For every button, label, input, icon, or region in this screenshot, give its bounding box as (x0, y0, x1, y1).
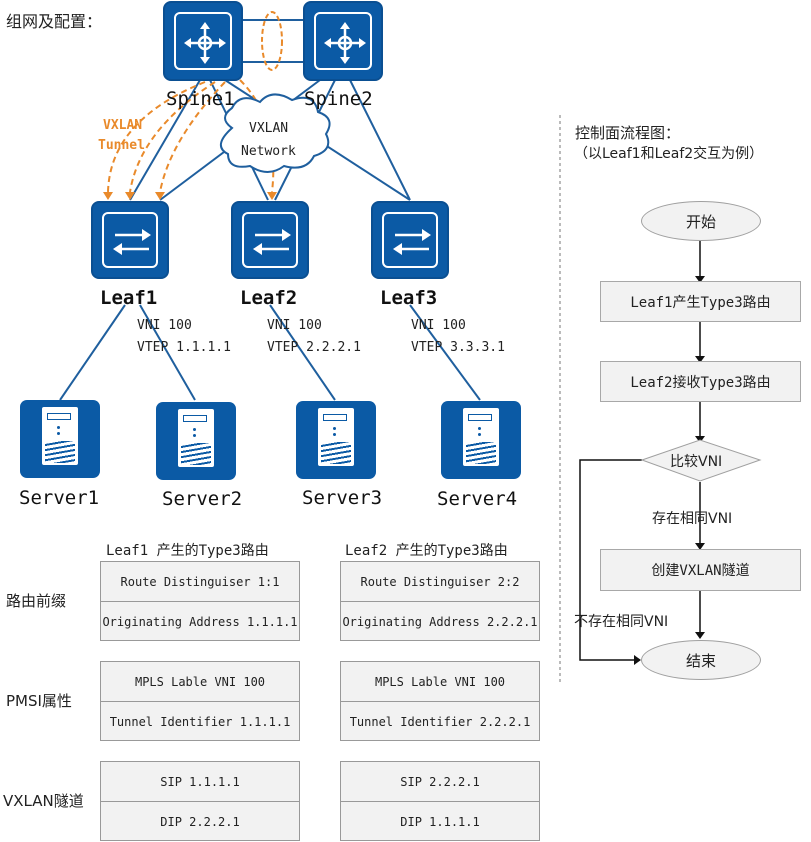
server4-label: Server4 (437, 488, 518, 510)
leaf1-vtep: VTEP 1.1.1.1 (137, 340, 231, 355)
leaf1-label: Leaf1 (100, 287, 158, 309)
flow-decision-label: 比较VNI (670, 454, 723, 470)
leaf2-tunnel-table: SIP 2.2.2.1 DIP 1.1.1.1 (340, 761, 540, 841)
leaf1-prefix-table: Route Distinguiser 1:1 Originating Addre… (100, 561, 300, 641)
leaf1-vni: VNI 100 (137, 318, 192, 333)
server2-icon (156, 402, 236, 480)
server3-icon (296, 401, 376, 479)
leaf1-route-distinguisher: Route Distinguiser 1:1 (120, 575, 280, 589)
leaf2-route-title: Leaf2 产生的Type3路由 (345, 543, 508, 559)
leaf1-tunnel-identifier: Tunnel Identifier 1.1.1.1 (109, 715, 291, 729)
leaf1-route-title: Leaf1 产生的Type3路由 (106, 543, 269, 559)
leaf2-route-distinguisher: Route Distinguiser 2:2 (360, 575, 520, 589)
leaf2-originating-address: Originating Address 2.2.2.1 (342, 615, 538, 629)
leaf3-switch-icon (371, 201, 449, 279)
cloud-label-line2: Network (241, 144, 296, 159)
server2-label: Server2 (162, 488, 243, 510)
leaf2-tunnel-identifier: Tunnel Identifier 2.2.2.1 (349, 715, 531, 729)
flowchart-subtitle: （以Leaf1和Leaf2交互为例） (574, 146, 764, 162)
server3-label: Server3 (302, 487, 383, 509)
leaf2-prefix-table: Route Distinguiser 2:2 Originating Addre… (340, 561, 540, 641)
server4-icon (441, 401, 521, 479)
flow-start: 开始 (641, 201, 761, 241)
leaf3-vtep: VTEP 3.3.3.1 (411, 340, 505, 355)
leaf1-sip: SIP 1.1.1.1 (160, 775, 240, 789)
flow-step1: Leaf1产生Type3路由 (600, 281, 801, 322)
leaf2-switch-icon (231, 201, 309, 279)
leaf2-dip: DIP 1.1.1.1 (400, 815, 480, 829)
leaf3-label: Leaf3 (380, 287, 438, 309)
flowchart-title: 控制面流程图： (575, 124, 681, 142)
leaf2-label: Leaf2 (240, 287, 298, 309)
leaf1-switch-icon (91, 201, 169, 279)
flow-yes-label: 存在相同VNI (652, 511, 733, 527)
server1-icon (20, 400, 100, 478)
leaf2-mpls-label: MPLS Lable VNI 100 (374, 675, 506, 689)
spine1-router-icon (163, 1, 243, 81)
leaf2-pmsi-table: MPLS Lable VNI 100 Tunnel Identifier 2.2… (340, 661, 540, 741)
server1-label: Server1 (19, 487, 100, 509)
row-label-prefix: 路由前缀 (6, 592, 67, 610)
spine1-label: Spine1 (166, 88, 235, 110)
spine2-label: Spine2 (304, 88, 373, 110)
tunnel-label-line2: Tunnel (98, 138, 145, 153)
leaf3-vni: VNI 100 (411, 318, 466, 333)
row-label-pmsi: PMSI属性 (6, 692, 72, 710)
flow-no-label: 不存在相同VNI (574, 614, 669, 630)
topology-title: 组网及配置： (6, 12, 103, 31)
leaf1-mpls-label: MPLS Lable VNI 100 (134, 675, 266, 689)
flow-end: 结束 (641, 640, 761, 680)
leaf1-originating-address: Originating Address 1.1.1.1 (102, 615, 298, 629)
leaf1-tunnel-table: SIP 1.1.1.1 DIP 2.2.2.1 (100, 761, 300, 841)
leaf1-dip: DIP 2.2.2.1 (160, 815, 240, 829)
cloud-label-line1: VXLAN (249, 121, 289, 136)
leaf2-vtep: VTEP 2.2.2.1 (267, 340, 361, 355)
flow-step2: Leaf2接收Type3路由 (600, 361, 801, 402)
spine2-router-icon (303, 1, 383, 81)
leaf2-vni: VNI 100 (267, 318, 322, 333)
leaf2-sip: SIP 2.2.2.1 (400, 775, 480, 789)
leaf1-pmsi-table: MPLS Lable VNI 100 Tunnel Identifier 1.1… (100, 661, 300, 741)
row-label-tunnel: VXLAN隧道 (3, 792, 84, 810)
tunnel-label-line1: VXLAN (103, 118, 143, 133)
flow-step3: 创建VXLAN隧道 (600, 549, 801, 591)
